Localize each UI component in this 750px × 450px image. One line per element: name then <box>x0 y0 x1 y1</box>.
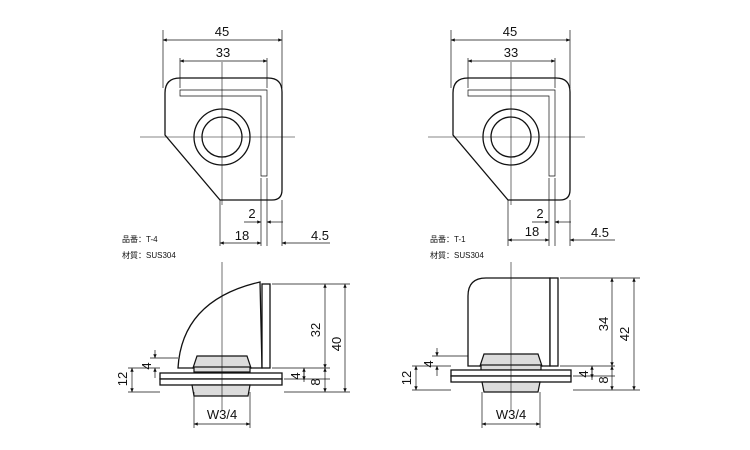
dim-edge: 4.5 <box>311 228 329 243</box>
dim-base-height: 8 <box>596 376 611 383</box>
dim-thread: W3/4 <box>207 407 237 422</box>
dim-height-overall: 40 <box>329 337 344 351</box>
dim-slot: 2 <box>248 206 255 221</box>
part-number-label: 品番：T-1 <box>430 234 466 244</box>
dim-width-overall: 45 <box>503 24 517 39</box>
dim-thread: W3/4 <box>496 407 526 422</box>
left-side-view: 32 40 4 8 4 12 W3/4 <box>115 262 350 428</box>
dim-nut-thickness: 4 <box>421 360 436 367</box>
dim-plate-thickness: 4 <box>288 372 303 379</box>
left-top-view: 45 33 2 18 4.5 品番：T-4 材質：SUS304 <box>122 24 330 260</box>
dim-slot: 2 <box>536 206 543 221</box>
dim-offset: 18 <box>235 228 249 243</box>
dim-width-inner: 33 <box>216 45 230 60</box>
dim-nut-thickness: 4 <box>139 362 154 369</box>
dim-width-inner: 33 <box>504 45 518 60</box>
right-top-view: 45 33 2 18 4.5 品番：T-1 材質：SUS304 <box>428 24 615 260</box>
material-label: 材質：SUS304 <box>430 250 484 260</box>
material-label: 材質：SUS304 <box>122 250 176 260</box>
dim-edge: 4.5 <box>591 225 609 240</box>
dim-base-height: 8 <box>308 378 323 385</box>
dim-total-base: 12 <box>399 371 414 385</box>
dim-height-overall: 42 <box>617 327 632 341</box>
dim-height-arm: 34 <box>596 317 611 331</box>
dim-total-base: 12 <box>115 372 130 386</box>
dim-width-overall: 45 <box>215 24 229 39</box>
part-number-label: 品番：T-4 <box>122 234 158 244</box>
dim-height-arm: 32 <box>308 323 323 337</box>
dim-plate-thickness: 4 <box>576 370 591 377</box>
dim-offset: 18 <box>525 224 539 239</box>
right-side-view: 34 42 4 8 4 12 W3/4 <box>399 262 640 428</box>
